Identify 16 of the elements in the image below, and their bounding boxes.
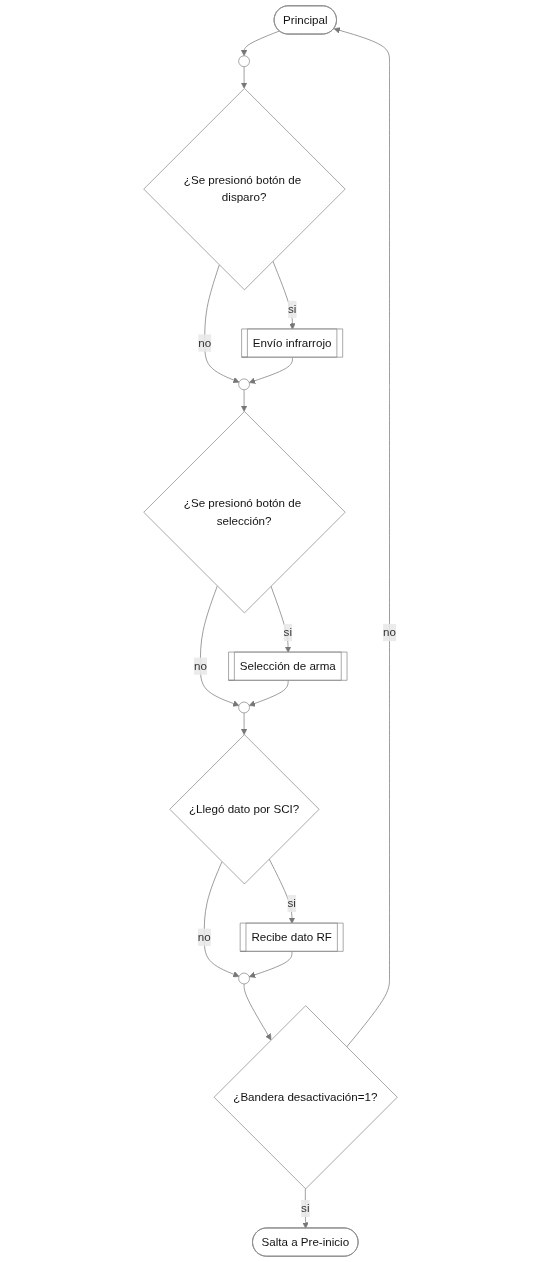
node-circle xyxy=(238,972,250,985)
edge-label: si xyxy=(283,625,292,639)
edge-label: si xyxy=(287,897,296,910)
node-circle xyxy=(238,701,250,714)
node-circle xyxy=(238,55,250,67)
node-diamond: ¿Llegó dato por SCI? xyxy=(169,734,320,885)
edge-label: no xyxy=(198,336,212,349)
node-circle xyxy=(238,378,250,391)
edge-label: no xyxy=(193,659,207,672)
edge-label: no xyxy=(383,625,396,639)
node-diamond: ¿Se presionó botón de disparo? xyxy=(143,88,346,291)
node-diamond: ¿Se presionó botón de selección? xyxy=(143,411,346,614)
edge-label: no xyxy=(197,930,211,943)
edge-label: si xyxy=(287,302,297,316)
edge-label: si xyxy=(301,1201,310,1215)
node-diamond: ¿Bandera desactivación=1? xyxy=(213,1005,398,1190)
